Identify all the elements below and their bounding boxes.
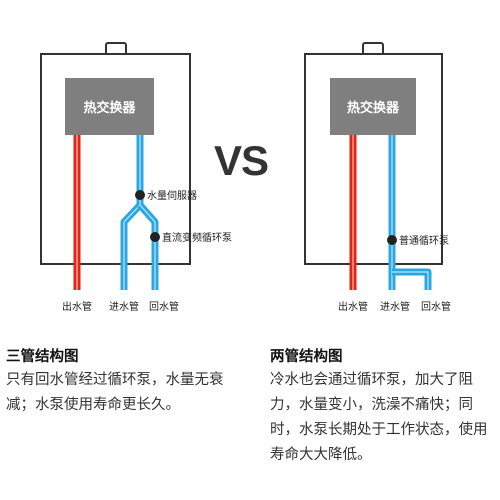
right-pump-dot	[387, 235, 397, 245]
left-pump-label: 直流变频循环泵	[162, 231, 232, 244]
right-return-pipe	[392, 268, 432, 290]
left-heat-exchanger-label: 热交换器	[83, 100, 136, 116]
left-pump-dot	[150, 232, 160, 242]
right-panel-title: 两管结构图	[270, 349, 343, 365]
diagram-canvas: 热交换器 水量伺服器 直流变频循环泵 出水管 进水管 回水管 热交换器	[40, 42, 451, 313]
right-heat-exchanger	[330, 78, 416, 135]
left-panel-description: 只有回水管经过循环泵，水量无衰减；水泵使用寿命更长久。	[6, 372, 224, 413]
left-return-label: 回水管	[149, 300, 179, 313]
vs-label: VS	[214, 137, 269, 184]
left-flow-sensor-label: 水量伺服器	[147, 189, 197, 202]
left-inlet-label: 进水管	[109, 300, 139, 313]
right-panel-description: 冷水也会通过循环泵，加大了阻力，水量变小，洗澡不痛快；同时，水泵长期处于工作状态…	[270, 372, 488, 463]
left-heat-exchanger	[65, 78, 154, 135]
left-heater: 热交换器 水量伺服器 直流变频循环泵 出水管 进水管 回水管	[40, 42, 232, 313]
left-flow-sensor-dot	[135, 190, 145, 200]
left-panel-title: 三管结构图	[6, 349, 79, 365]
right-heat-exchanger-label: 热交换器	[347, 100, 400, 116]
right-outlet-label: 出水管	[338, 300, 368, 313]
right-inlet-label: 进水管	[380, 300, 410, 313]
right-pump-label: 普通循环泵	[399, 234, 449, 247]
right-heater: 热交换器 普通循环泵 出水管 进水管 回水管	[304, 42, 451, 313]
right-return-label: 回水管	[421, 300, 451, 313]
left-outlet-label: 出水管	[62, 300, 92, 313]
